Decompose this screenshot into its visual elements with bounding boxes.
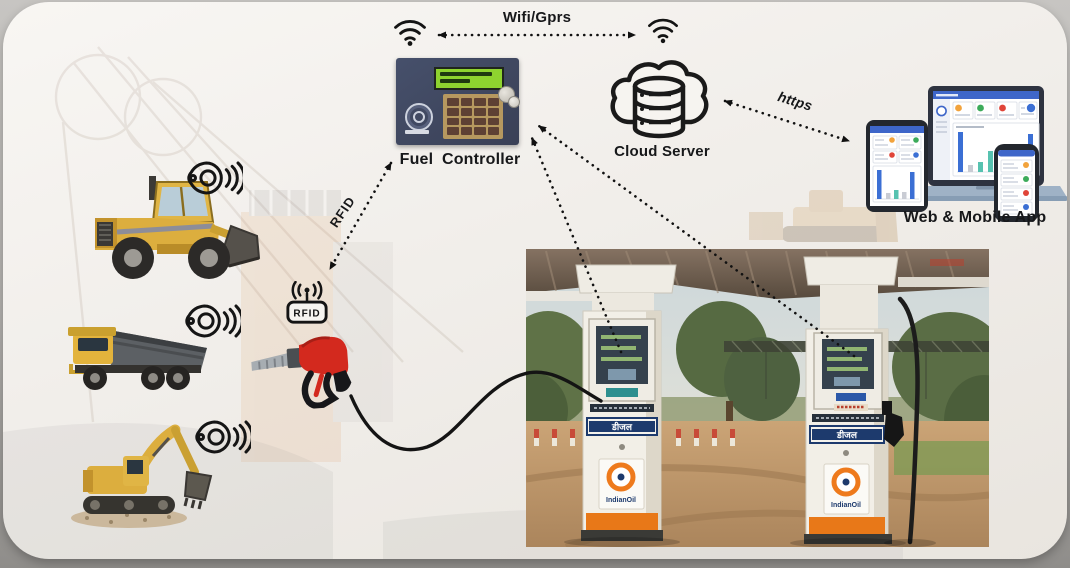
rfid-tag-icon [195,420,251,454]
svg-text:IndianOil: IndianOil [606,497,636,504]
lcd-text-row [440,72,492,76]
database-cylinder [632,75,686,139]
dispenser-left-orange-strip [586,513,658,530]
rfid-tag-icon [187,161,243,195]
truck-bed [108,330,207,370]
controller-logo [405,103,433,131]
nozzle-body [298,336,349,377]
controller-lcd [434,67,504,90]
excavator-bucket [183,470,213,502]
dispenser-right-product-strip: डीजल [809,425,885,444]
reader-antenna [291,281,323,304]
controller-keypad [443,94,503,139]
dump-truck [68,327,207,390]
wifi-gprs-label: Wifi/Gprs [502,9,572,26]
cloud-server-label: Cloud Server [614,143,710,160]
loader-arm-bucket [209,224,261,268]
dispenser-left-product-strip: डीजल [586,417,658,436]
excavator-tracks [83,496,175,514]
rfid-tag-icon [185,304,241,338]
truck-chassis [75,365,201,373]
fuel-controller-device [396,58,520,145]
web-mobile-app-devices [866,86,1067,222]
web-mobile-app-label: Web & Mobile App [903,209,1047,226]
nozzle-grip [333,370,352,392]
controller-logo-caption [405,130,429,134]
lcd-text-row [440,79,470,83]
phone [994,144,1039,222]
svg-text:RFID: RFID [293,308,320,319]
wifi-icon [648,18,678,44]
fuel-nozzle-icon [251,336,352,409]
fuel-station-photo: डीजल IndianOil [526,249,989,547]
nozzle-spout [251,352,291,371]
svg-text:डीजल: डीजल [611,421,633,433]
laptop-stat-cards [952,101,1038,120]
wifi-icon [394,20,426,46]
truck-wheels [83,366,190,390]
tablet [866,120,928,212]
excavator [71,424,213,528]
truck-cab [68,327,116,374]
green-field [894,441,989,475]
rfid-reader-icon: RFID [286,281,328,324]
svg-text:IndianOil: IndianOil [831,502,861,509]
loader-wheels [112,237,230,279]
fuel-hose-right [882,296,936,547]
excavator-house [83,456,149,494]
controller-key-fob [498,86,520,108]
diagram-panel: डीजल IndianOil [3,2,1067,559]
laptop [904,86,1067,201]
dispenser-right-brand: IndianOil [823,463,870,515]
dispenser-left-brand: IndianOil [598,458,645,510]
loader-exhaust [149,176,156,200]
cloud-database-icon [610,60,709,139]
dispenser-right-orange-strip [809,517,885,534]
gravel [85,513,171,524]
nozzle-guard [301,370,340,409]
fuel-controller-label: Fuel Controller [399,151,521,168]
svg-text:डीजल: डीजल [836,429,858,441]
